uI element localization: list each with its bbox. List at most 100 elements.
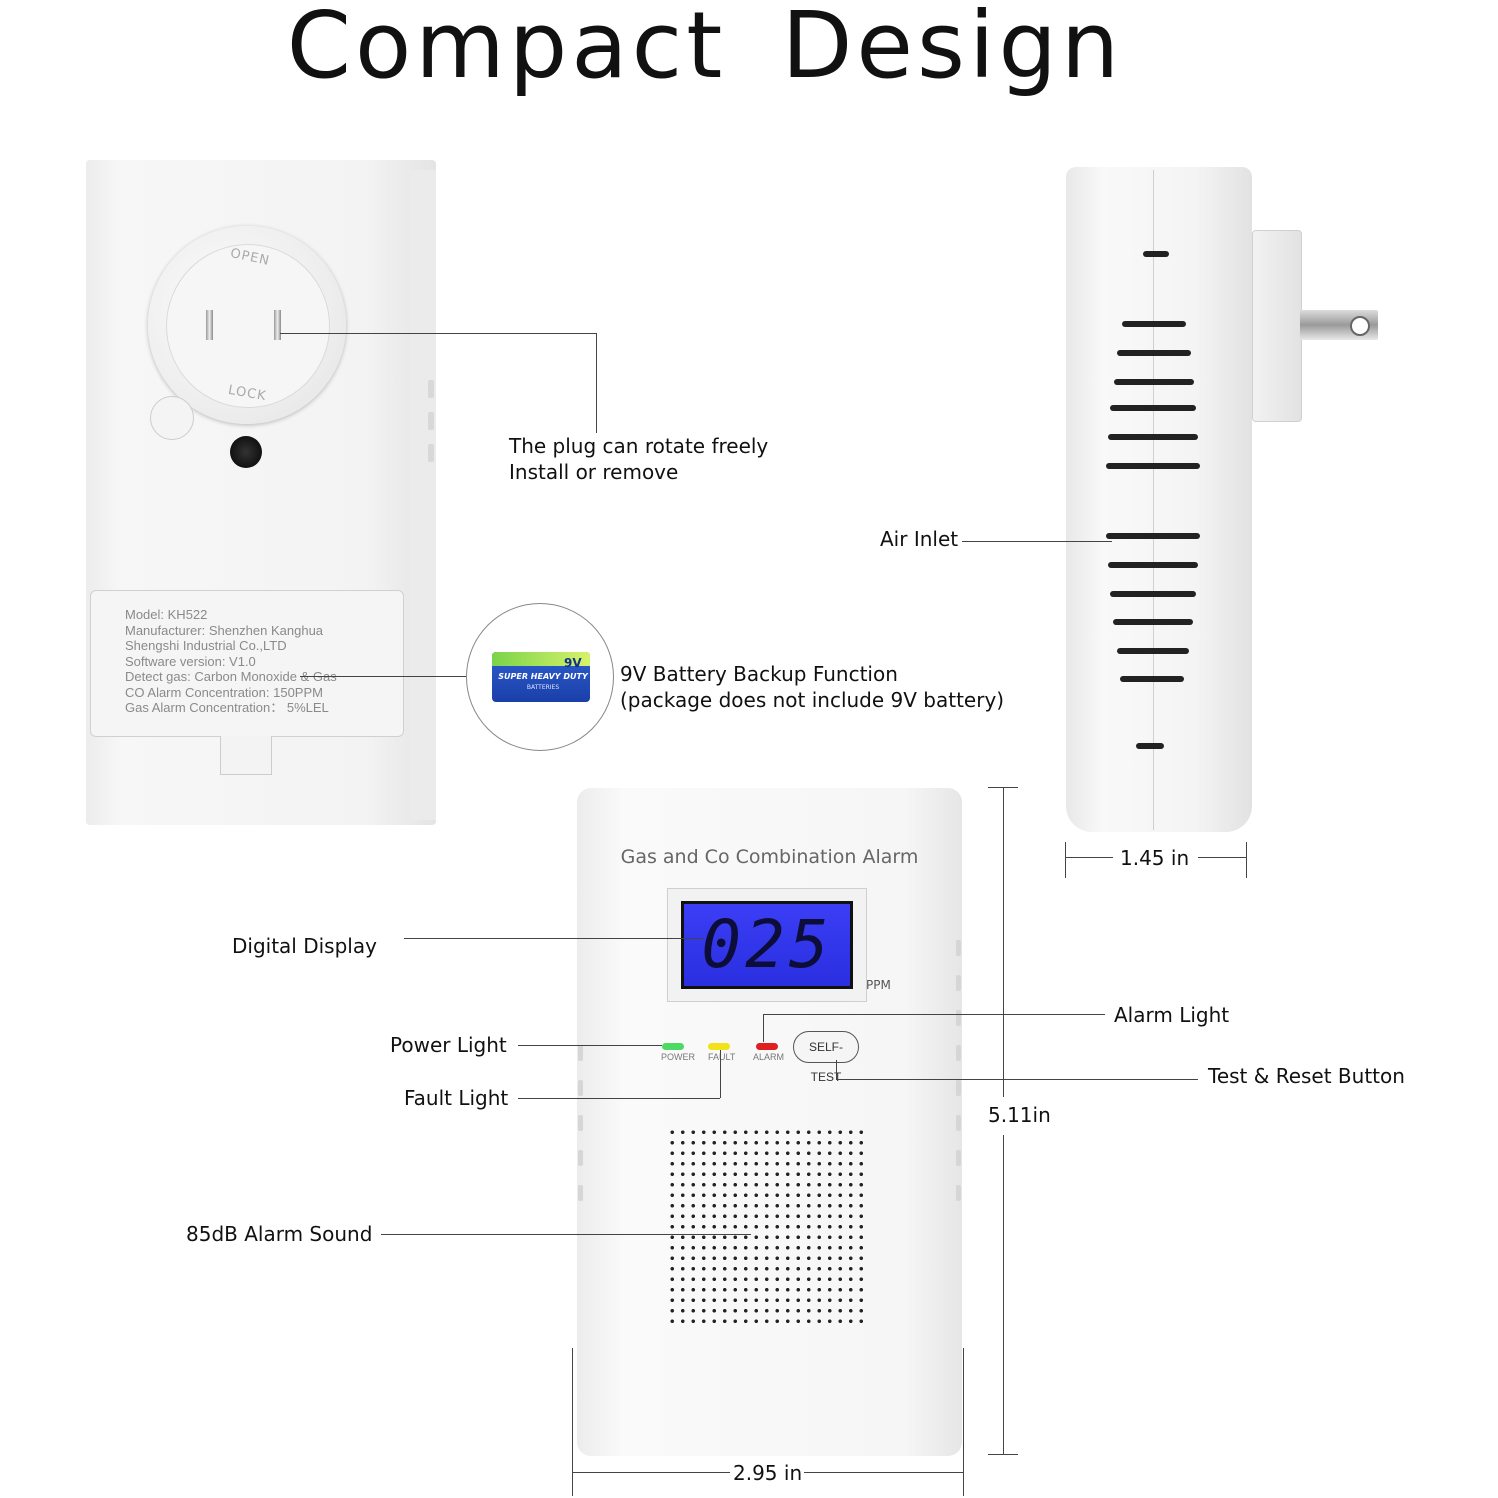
leader-line	[300, 676, 466, 677]
width-dimension: 2.95 in	[733, 1461, 803, 1485]
alarm-led-label: ALARM	[753, 1052, 785, 1062]
battery-callout: 9V Battery Backup Function (package does…	[620, 661, 1004, 713]
leader-line	[763, 1014, 1105, 1015]
leader-line	[404, 938, 704, 939]
edge-notch	[956, 1150, 961, 1166]
fault-led	[708, 1043, 730, 1050]
edge-notch	[428, 380, 434, 398]
spec-line: Manufacturer: Shenzhen Kanghua	[125, 622, 324, 638]
edge-notch	[578, 1185, 583, 1201]
battery-brand: SUPER HEAVY DUTY	[498, 672, 588, 681]
plug-base	[166, 244, 330, 408]
leader-line	[280, 333, 596, 334]
alarm-light-label: Alarm Light	[1114, 1003, 1230, 1027]
air-inlet-label: Air Inlet	[880, 527, 959, 551]
leader-line	[962, 541, 1112, 542]
vent-slot	[1117, 350, 1191, 356]
edge-notch	[956, 1080, 961, 1096]
spec-line: Gas Alarm Concentration： 5%LEL	[125, 700, 329, 715]
edge-notch	[956, 1115, 961, 1131]
battery-door-latch[interactable]	[220, 736, 272, 775]
spec-line: Model: KH522	[125, 607, 208, 622]
edge-notch	[578, 1045, 583, 1061]
spec-line: Software version: V1.0	[125, 653, 256, 669]
plug-prong	[206, 310, 213, 340]
fault-light-label: Fault Light	[404, 1086, 509, 1110]
spec-label-text: Model: KH522 Manufacturer: Shenzhen Kang…	[125, 607, 337, 716]
leader-line	[518, 1098, 720, 1099]
battery-callout-line1: 9V Battery Backup Function	[620, 662, 898, 686]
digital-display	[681, 901, 853, 989]
spec-line: Shengshi Industrial Co.,LTD	[125, 638, 287, 653]
dimension-line	[1065, 857, 1113, 858]
battery-band	[492, 652, 590, 666]
prong-hole	[1350, 316, 1370, 336]
side-seam	[1153, 170, 1154, 830]
edge-notch	[578, 1115, 583, 1131]
edge-notch	[956, 1185, 961, 1201]
vent-slot	[1113, 619, 1193, 625]
battery-callout-line2: (package does not include 9V battery)	[620, 688, 1005, 712]
leader-line	[763, 1014, 764, 1042]
spec-label	[90, 590, 404, 737]
display-unit: PPM	[866, 978, 891, 992]
self-test-button[interactable]: SELF-TEST	[793, 1031, 859, 1084]
leader-line	[720, 1050, 721, 1098]
vent-slot	[1122, 321, 1186, 327]
edge-notch	[956, 975, 961, 991]
digital-display-label: Digital Display	[232, 934, 377, 958]
alarm-side-view	[1066, 167, 1252, 832]
vent-slot	[1117, 648, 1189, 654]
dimension-line	[1198, 857, 1246, 858]
depth-dimension: 1.45 in	[1120, 846, 1190, 870]
plug-callout-line2: Install or remove	[509, 460, 679, 484]
leader-line	[836, 1079, 1198, 1080]
edge-notch	[578, 1150, 583, 1166]
dimension-line	[572, 1472, 730, 1473]
power-led	[662, 1043, 684, 1050]
alarm-sound-label: 85dB Alarm Sound	[186, 1222, 373, 1246]
speaker-grill	[667, 1127, 869, 1325]
display-reading: 025	[701, 906, 833, 983]
dimension-tick	[1246, 842, 1247, 878]
alarm-led	[756, 1043, 778, 1050]
dimension-line	[1003, 1135, 1004, 1454]
side-plug-housing	[1252, 230, 1302, 422]
vent-slot	[1120, 676, 1184, 682]
vent-slot	[1108, 434, 1198, 440]
edge-notch	[428, 412, 434, 430]
vent-slot	[1114, 379, 1194, 385]
fault-led-label: FAULT	[708, 1052, 736, 1062]
edge-notch	[956, 1010, 961, 1026]
dimension-line	[804, 1472, 963, 1473]
plug-callout-line1: The plug can rotate freely	[509, 434, 769, 458]
page-title: Compact Design	[286, 0, 1124, 99]
leader-line	[596, 333, 597, 433]
vent-slot	[1108, 562, 1198, 568]
vent-slot	[1110, 405, 1196, 411]
leader-line	[381, 1234, 751, 1235]
product-name: Gas and Co Combination Alarm	[620, 846, 919, 868]
spec-line: CO Alarm Concentration: 150PPM	[125, 684, 323, 700]
leader-line	[518, 1045, 662, 1046]
lock-knob[interactable]	[150, 396, 194, 440]
test-reset-label: Test & Reset Button	[1208, 1064, 1405, 1088]
battery-sub: BATTERIES	[526, 684, 560, 691]
height-dimension: 5.11in	[988, 1103, 1051, 1127]
back-side-edge	[410, 170, 436, 820]
spec-line: Detect gas: Carbon Monoxide & Gas	[125, 669, 337, 684]
plug-prong	[274, 310, 281, 340]
vent-slot	[1110, 591, 1196, 597]
edge-notch	[956, 1045, 961, 1061]
edge-notch	[578, 1080, 583, 1096]
vent-slot	[1136, 743, 1164, 749]
power-light-label: Power Light	[390, 1033, 507, 1057]
vent-slot	[1106, 463, 1200, 469]
dimension-tick	[1065, 842, 1066, 878]
mounting-hole	[230, 436, 262, 468]
edge-notch	[956, 940, 961, 956]
dimension-tick	[963, 1348, 964, 1496]
battery-voltage: 9V	[564, 656, 582, 670]
vent-slot	[1143, 251, 1169, 257]
power-led-label: POWER	[661, 1052, 696, 1062]
